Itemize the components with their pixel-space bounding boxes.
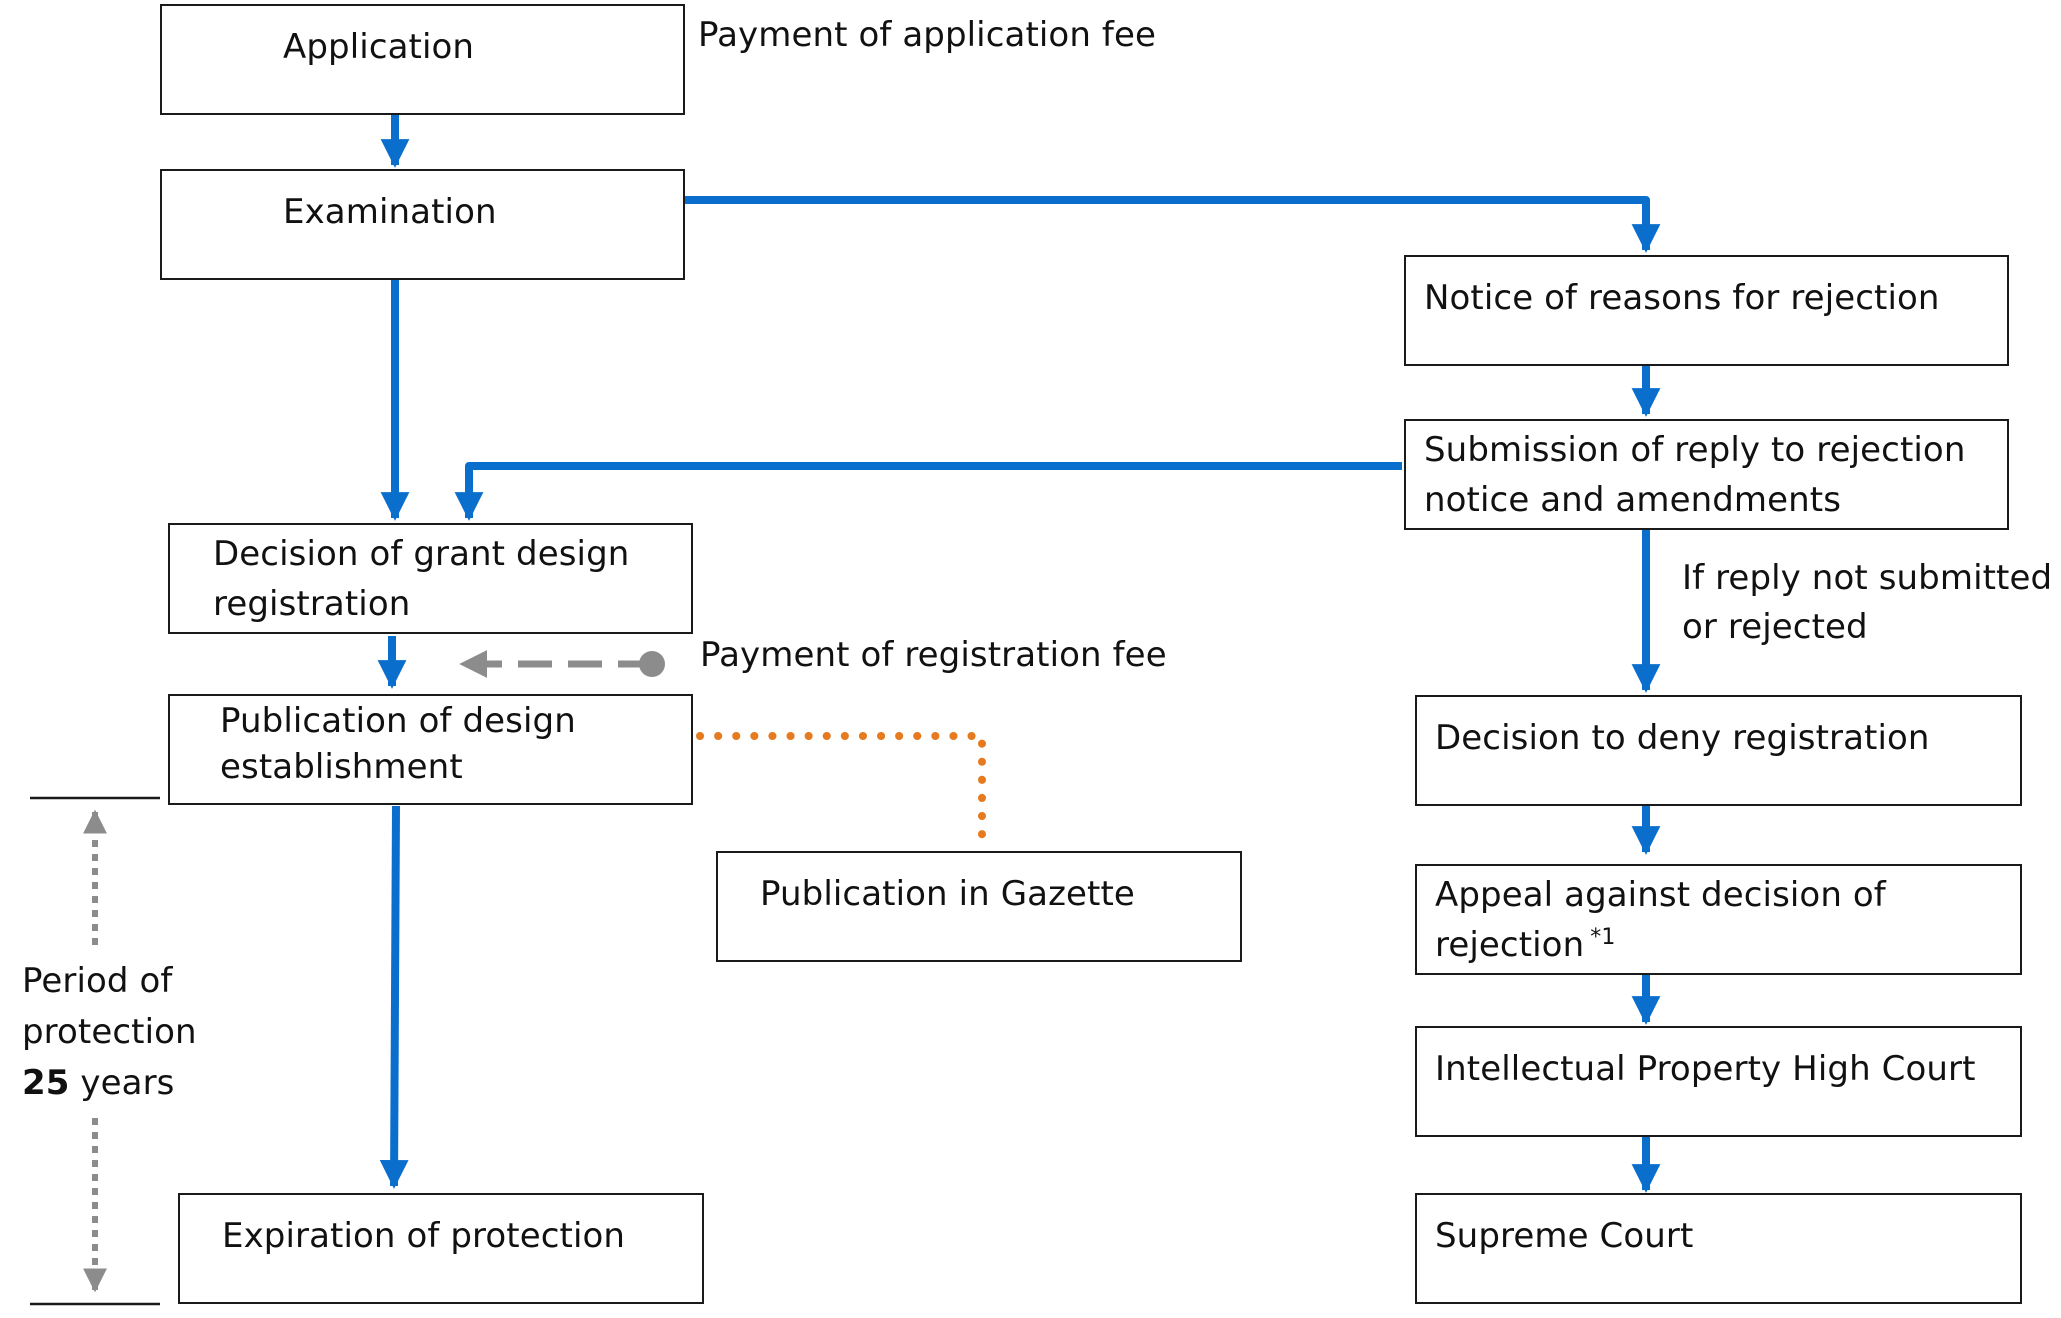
examination-box: Examination: [160, 169, 685, 280]
notice-of-rejection-box: Notice of reasons for rejection: [1404, 255, 2009, 366]
notice-of-rejection-label: Notice of reasons for rejection: [1424, 278, 1940, 318]
decision-of-grant-label-line2: registration: [213, 584, 411, 624]
reply-condition-line1: If reply not submitted: [1682, 558, 2053, 598]
publication-in-gazette-box: Publication in Gazette: [716, 851, 1242, 962]
reply-condition-line2: or rejected: [1682, 607, 1868, 647]
publication-in-gazette-label: Publication in Gazette: [760, 874, 1135, 914]
decision-of-grant-label-line1: Decision of grant design: [213, 534, 630, 574]
publication-of-establishment-label-line2: establishment: [220, 747, 463, 787]
decision-to-deny-label: Decision to deny registration: [1435, 718, 1930, 758]
application-label: Application: [283, 27, 475, 67]
ip-high-court-box: Intellectual Property High Court: [1415, 1026, 2022, 1137]
period-years-unit: years: [69, 1063, 175, 1103]
period-label-line3: 25 years: [22, 1058, 175, 1108]
examination-label: Examination: [283, 192, 497, 232]
submission-of-reply-label-line2: notice and amendments: [1424, 480, 1842, 520]
decision-of-grant-box: Decision of grant design registration: [168, 523, 693, 634]
period-label-line2: protection: [22, 1012, 197, 1052]
ip-high-court-label: Intellectual Property High Court: [1435, 1049, 1976, 1089]
publication-of-establishment-box: Publication of design establishment: [168, 694, 693, 805]
expiration-label: Expiration of protection: [222, 1216, 626, 1256]
appeal-label-line1: Appeal against decision of: [1435, 875, 1886, 915]
application-fee-note: Payment of application fee: [698, 15, 1156, 55]
decision-to-deny-box: Decision to deny registration: [1415, 695, 2022, 806]
supreme-court-box: Supreme Court: [1415, 1193, 2022, 1304]
expiration-box: Expiration of protection: [178, 1193, 704, 1304]
submission-of-reply-label-line1: Submission of reply to rejection: [1424, 430, 1966, 470]
supreme-court-label: Supreme Court: [1435, 1216, 1694, 1256]
arrow-submission-to-grant: [454, 462, 1402, 521]
registration-fee-note: Payment of registration fee: [700, 635, 1167, 675]
arrow-publication-to-expiration: [379, 805, 409, 1189]
appeal-label-text: rejection: [1435, 925, 1585, 965]
arrow-examination-to-notice: [684, 196, 1661, 253]
appeal-label-line2: rejection*1: [1435, 920, 1615, 970]
registration-fee-dot: [639, 651, 665, 677]
publication-of-establishment-label-line1: Publication of design: [220, 701, 576, 741]
submission-of-reply-box: Submission of reply to rejection notice …: [1404, 419, 2009, 530]
period-years-number: 25: [22, 1063, 70, 1103]
application-box: Application: [160, 4, 685, 115]
gazette-dotted-connector: [696, 732, 986, 846]
appeal-box: Appeal against decision of rejection*1: [1415, 864, 2022, 975]
period-label-line1: Period of: [22, 961, 173, 1001]
appeal-footnote-marker: *1: [1590, 924, 1616, 950]
